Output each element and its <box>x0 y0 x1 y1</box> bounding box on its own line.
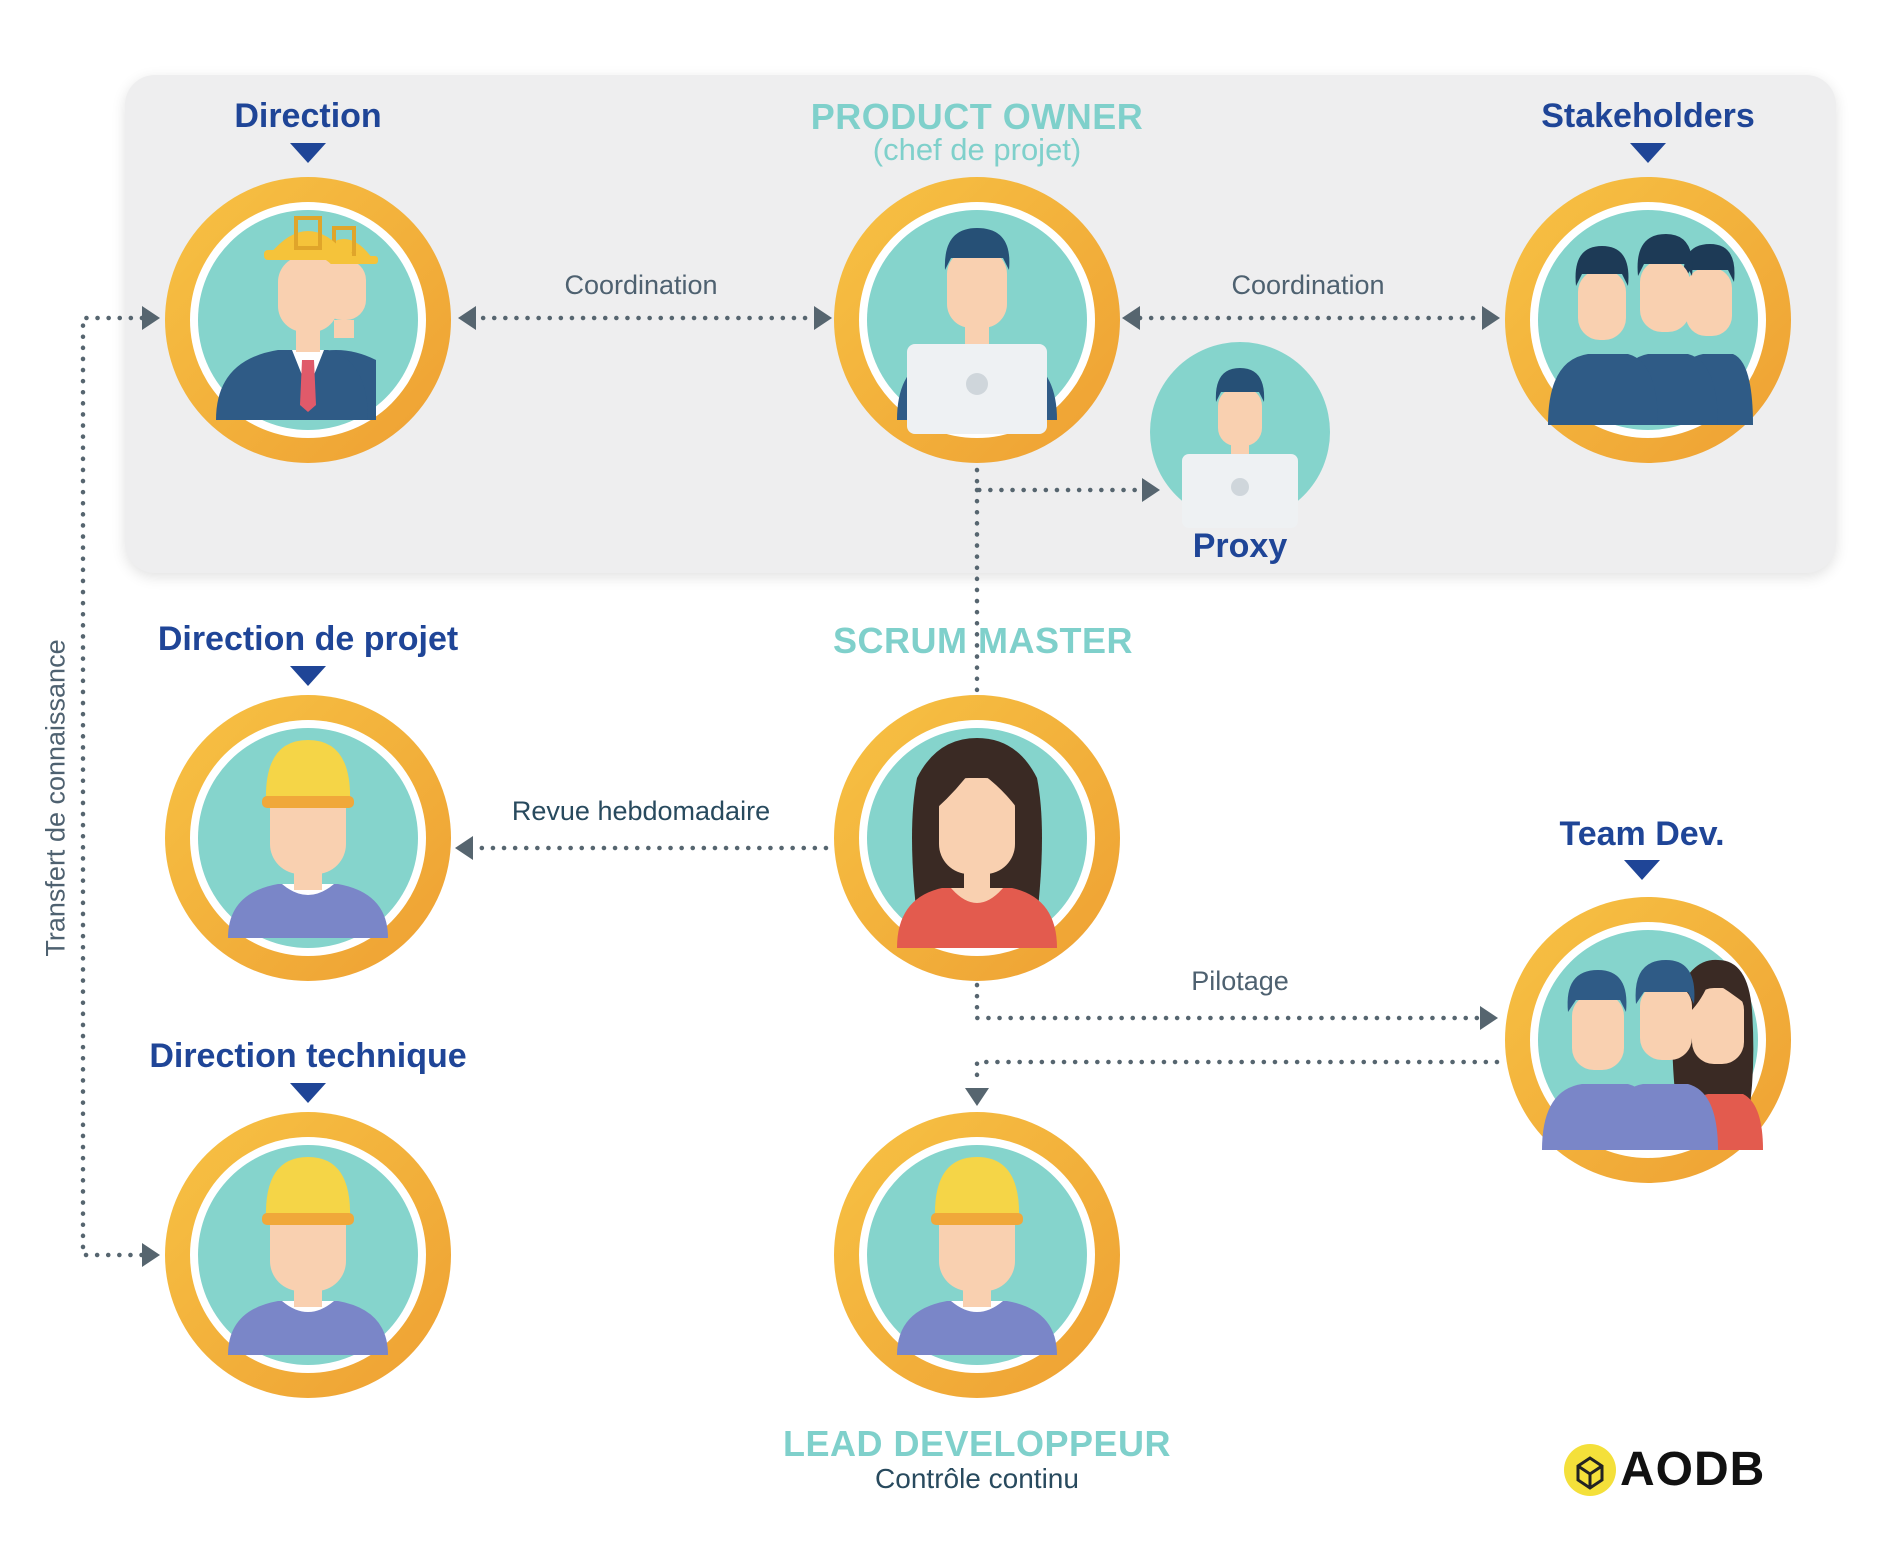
pointer-triangle <box>290 666 326 686</box>
title-proxy: Proxy <box>1192 527 1288 565</box>
arrowheads <box>142 306 1500 1267</box>
avatar-direction <box>165 177 451 463</box>
pointer-triangle <box>290 1083 326 1103</box>
arrowhead <box>1482 306 1500 330</box>
avatar-lead-dev <box>834 1112 1120 1398</box>
pointer-triangle <box>1624 860 1660 880</box>
manager-front-figure <box>216 216 368 420</box>
avatar-stakeholders <box>1505 177 1791 463</box>
label-revue-hebdomadaire: Revue hebdomadaire <box>511 796 771 826</box>
title-direction-technique: Direction technique <box>149 1037 467 1075</box>
arrowhead <box>965 1088 989 1106</box>
connector-pilotage <box>974 982 1480 1021</box>
arrowhead <box>142 1243 160 1267</box>
connector-transfert <box>80 315 145 1258</box>
title-scrum-master: SCRUM MASTER <box>833 620 1133 661</box>
subtitle-product-owner: (chef de projet) <box>872 132 1082 167</box>
team-man-left <box>1542 970 1658 1150</box>
arrowhead <box>455 836 473 860</box>
aodb-logo-icon <box>1564 1444 1616 1496</box>
label-coordination-right: Coordination <box>1231 270 1385 300</box>
avatar-proxy <box>1150 342 1330 528</box>
arrowhead <box>1480 1006 1498 1030</box>
title-pointers <box>290 143 1666 1103</box>
title-lead-dev: LEAD DEVELOPPEUR <box>782 1423 1172 1464</box>
label-transfert-connaissance: Transfert de connaissance <box>40 639 71 957</box>
avatar-scrum-master <box>834 695 1120 981</box>
arrowhead <box>1142 478 1160 502</box>
label-coordination-left: Coordination <box>564 270 718 300</box>
avatar-product-owner <box>834 177 1120 463</box>
label-pilotage: Pilotage <box>1191 966 1289 996</box>
connector-team-lead <box>974 1059 1500 1088</box>
subtitle-lead-dev: Contrôle continu <box>875 1463 1079 1494</box>
arrowhead <box>458 306 476 330</box>
pointer-triangle <box>290 143 326 163</box>
aodb-logo-text: AODB <box>1620 1443 1766 1496</box>
title-stakeholders: Stakeholders <box>1541 97 1755 135</box>
connectors <box>80 315 1500 1258</box>
avatar-direction-technique <box>165 1112 451 1398</box>
avatar-direction-projet <box>165 695 451 981</box>
title-direction: Direction <box>234 97 382 135</box>
title-product-owner: PRODUCT OWNER <box>810 96 1144 137</box>
title-direction-projet: Direction de projet <box>157 620 459 658</box>
pointer-triangle <box>1630 143 1666 163</box>
title-team-dev: Team Dev. <box>1559 815 1725 853</box>
arrowhead <box>814 306 832 330</box>
connector-po-proxy <box>974 467 1141 493</box>
avatar-team-dev <box>1505 897 1791 1183</box>
arrowhead <box>142 306 160 330</box>
arrowhead <box>1122 306 1140 330</box>
stakeholder-left <box>1548 246 1658 425</box>
